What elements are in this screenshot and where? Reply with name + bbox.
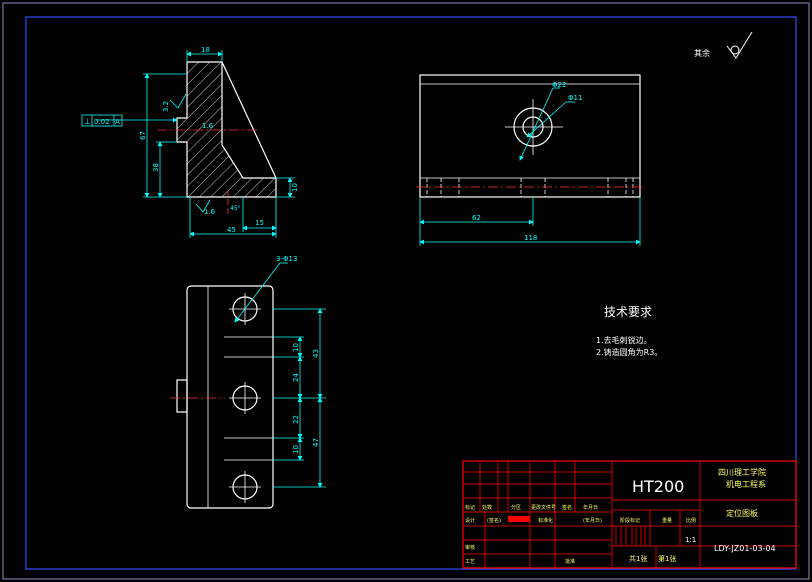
tb-r5-1: 批准 bbox=[565, 558, 575, 565]
tb-r1-3: 更改文件号 bbox=[531, 504, 556, 511]
rough-b: 1.6 bbox=[202, 122, 214, 130]
title-scale: 1:1 bbox=[685, 536, 696, 544]
side-view-rib bbox=[221, 61, 277, 179]
tb-r1-2: 分区 bbox=[511, 504, 521, 511]
tb-r1-1: 处数 bbox=[482, 504, 492, 511]
tech-req-item-1: 1.去毛刺锐边。 bbox=[596, 335, 652, 345]
side-view: 18 67 38 10 45 15 3.2 1.6 1.6 45° ⊥ 0.02… bbox=[81, 46, 299, 238]
front-view-outline bbox=[419, 74, 641, 198]
title-drawing-no: LDY-JZ01-03-04 bbox=[714, 544, 776, 553]
dim-hole-small: Φ11 bbox=[568, 94, 582, 102]
dim-angle: 45° bbox=[230, 205, 241, 212]
tolerance-symbol: ⊥ bbox=[84, 117, 91, 126]
title-school-1: 四川理工学院 bbox=[718, 467, 766, 477]
dim-top-43: 43 bbox=[312, 349, 320, 358]
title-school-2: 机电工程系 bbox=[726, 479, 766, 489]
top-view-lug bbox=[176, 379, 188, 413]
title-block bbox=[462, 460, 797, 569]
tb-r3-0: 阶段标记 bbox=[620, 517, 640, 524]
tb-r4-0: 审核 bbox=[465, 544, 475, 551]
tb-r1-0: 标记 bbox=[465, 504, 475, 511]
tech-req-title: 技术要求 bbox=[604, 305, 652, 319]
tolerance-frame: ⊥ 0.02 A bbox=[81, 114, 123, 127]
title-material: HT200 bbox=[632, 477, 684, 496]
dim-top-24: 24 bbox=[292, 373, 300, 382]
dim-top-10a: 10 bbox=[292, 343, 300, 352]
front-view: Φ22 Φ11 62 118 bbox=[416, 74, 644, 246]
dim-top-22: 22 bbox=[292, 415, 300, 424]
tb-r3-1: 重量 bbox=[662, 517, 672, 524]
tb-r2-0: 设计 bbox=[465, 517, 475, 524]
tb-r2-1: (签名) bbox=[487, 517, 501, 524]
dim-top-47: 47 bbox=[312, 438, 320, 447]
title-part-name: 定位图板 bbox=[726, 508, 758, 518]
dim-hole-callout: 3-Φ13 bbox=[276, 255, 297, 263]
dim-top-10b: 10 bbox=[292, 445, 300, 454]
rough-a-icon bbox=[169, 93, 187, 109]
tb-r1-4: 签名 bbox=[562, 504, 572, 511]
rough-c: 1.6 bbox=[204, 208, 216, 216]
dim-height-total: 67 bbox=[139, 131, 147, 140]
roughness-label: 其余 bbox=[694, 48, 710, 58]
tolerance-value: 0.02 bbox=[94, 118, 110, 126]
rough-a: 3.2 bbox=[162, 101, 170, 112]
title-sheet-no: 第1张 bbox=[658, 554, 676, 563]
side-view-section bbox=[176, 61, 277, 198]
tolerance-datum: A bbox=[115, 118, 120, 126]
tb-r3-2: 比例 bbox=[686, 517, 696, 524]
dim-hole-big: Φ22 bbox=[552, 81, 566, 89]
dim-width-half: 62 bbox=[472, 214, 481, 222]
tb-r5-0: 工艺 bbox=[465, 559, 475, 565]
inner-frame bbox=[25, 16, 797, 570]
roughness-note: 其余 bbox=[694, 31, 753, 59]
dim-flange: 10 bbox=[291, 183, 299, 192]
top-view: 3-Φ13 10 43 24 22 10 47 bbox=[170, 255, 326, 509]
dim-top-width: 18 bbox=[201, 46, 210, 54]
rough-c-icon bbox=[195, 199, 211, 213]
dim-height-mid: 38 bbox=[152, 163, 160, 172]
dim-bottom-right: 15 bbox=[255, 219, 264, 227]
tech-requirements: 技术要求 1.去毛刺锐边。 2.铸造圆角为R3。 bbox=[596, 305, 662, 357]
title-block-text: HT200 四川理工学院 机电工程系 定位图板 LDY-JZ01-03-04 1… bbox=[465, 467, 776, 565]
roughness-symbol-icon bbox=[726, 31, 753, 59]
dim-bottom-total: 45 bbox=[227, 226, 236, 234]
tb-r2-5: (年月日) bbox=[583, 517, 602, 524]
dim-width-total: 118 bbox=[524, 234, 537, 242]
title-sheets-total: 共1张 bbox=[629, 554, 647, 563]
tb-r1-5: 年月日 bbox=[583, 504, 598, 511]
tb-r2-3: 标准化 bbox=[538, 517, 553, 524]
tech-req-item-2: 2.铸造圆角为R3。 bbox=[596, 347, 662, 357]
